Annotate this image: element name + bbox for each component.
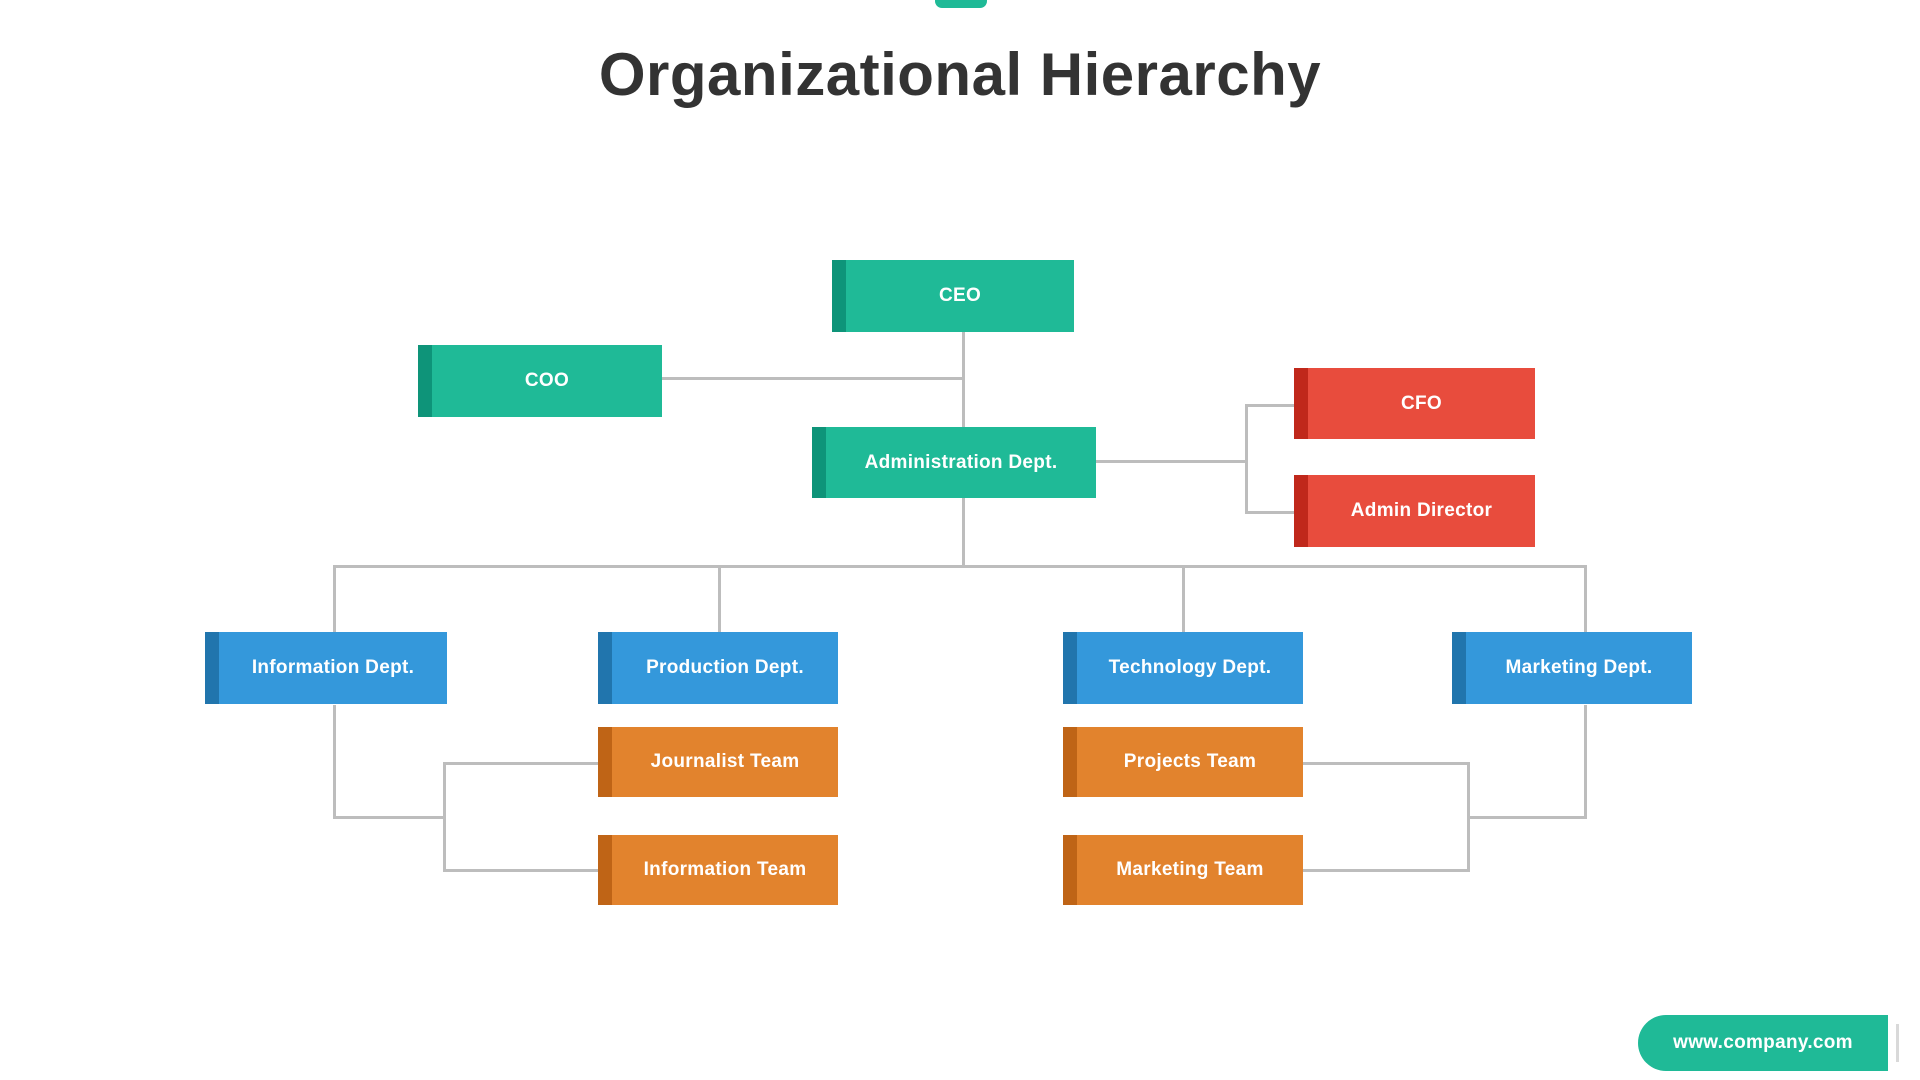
connector-left-team-bracket — [443, 762, 446, 872]
node-projects-team[interactable]: Projects Team — [1063, 727, 1303, 797]
connector-bus-to-marketing-dept — [1584, 565, 1587, 633]
node-accent-bar — [1452, 632, 1466, 704]
node-accent-bar — [1294, 368, 1308, 439]
node-accent-bar — [598, 727, 612, 797]
node-label: CFO — [1400, 392, 1442, 414]
node-label: Journalist Team — [650, 751, 800, 772]
connector-marketing-dept-down — [1584, 705, 1587, 819]
footer-separator-line — [1896, 1024, 1899, 1062]
connector-right-bracket-vertical — [1245, 404, 1248, 514]
node-label: Technology Dept. — [1108, 657, 1272, 678]
page-title: Organizational Hierarchy — [598, 41, 1322, 108]
node-accent-bar — [418, 345, 432, 417]
connector-ceo-to-admin — [962, 332, 965, 428]
connector-bus-to-technology-dept — [1182, 565, 1185, 633]
node-label: Admin Director — [1350, 500, 1493, 521]
node-accent-bar — [1294, 475, 1308, 547]
node-administration-dept[interactable]: Administration Dept. — [812, 427, 1096, 498]
node-accent-bar — [598, 835, 612, 905]
node-label: CEO — [938, 285, 982, 306]
connector-department-bus — [333, 565, 1587, 568]
connector-admin-to-dept-bus — [962, 498, 965, 566]
node-coo[interactable]: COO — [418, 345, 662, 417]
node-label: COO — [524, 370, 570, 391]
connector-bus-to-information-dept — [333, 565, 336, 633]
footer-url-label: www.company.com — [1673, 1032, 1853, 1053]
node-accent-bar — [205, 632, 219, 704]
top-accent-tab-icon — [935, 0, 987, 8]
connector-bracket-to-information-team — [443, 869, 598, 872]
node-marketing-dept[interactable]: Marketing Dept. — [1452, 632, 1692, 704]
node-label: Marketing Team — [1116, 859, 1264, 880]
connector-right-team-bracket — [1467, 762, 1470, 872]
node-accent-bar — [1063, 835, 1077, 905]
node-journalist-team[interactable]: Journalist Team — [598, 727, 838, 797]
node-admin-director[interactable]: Admin Director — [1294, 475, 1535, 547]
node-label: Marketing Dept. — [1505, 657, 1653, 678]
node-label: Information Dept. — [251, 657, 415, 678]
connector-bracket-to-cfo — [1245, 404, 1295, 407]
node-accent-bar — [812, 427, 826, 498]
connector-bus-to-production-dept — [718, 565, 721, 633]
connector-information-dept-down — [333, 705, 336, 819]
node-technology-dept[interactable]: Technology Dept. — [1063, 632, 1303, 704]
connector-bracket-to-projects-team — [1303, 762, 1470, 765]
node-label: Administration Dept. — [864, 451, 1058, 473]
connector-information-dept-across — [333, 816, 445, 819]
node-label: Information Team — [643, 859, 807, 880]
connector-coo-to-spine — [662, 377, 965, 380]
connector-bracket-to-marketing-team — [1303, 869, 1470, 872]
node-accent-bar — [832, 260, 846, 332]
node-marketing-team[interactable]: Marketing Team — [1063, 835, 1303, 905]
connector-admin-to-right-bracket — [1096, 460, 1248, 463]
connector-bracket-to-admin-director — [1245, 511, 1295, 514]
footer-website-button[interactable]: www.company.com — [1638, 1015, 1888, 1071]
node-information-dept[interactable]: Information Dept. — [205, 632, 447, 704]
node-cfo[interactable]: CFO — [1294, 368, 1535, 439]
node-accent-bar — [598, 632, 612, 704]
node-production-dept[interactable]: Production Dept. — [598, 632, 838, 704]
node-label: Projects Team — [1123, 751, 1257, 772]
node-accent-bar — [1063, 632, 1077, 704]
connector-bracket-to-journalist-team — [443, 762, 598, 765]
node-ceo[interactable]: CEO — [832, 260, 1074, 332]
node-label: Production Dept. — [646, 657, 804, 678]
connector-marketing-dept-across — [1468, 816, 1587, 819]
node-information-team[interactable]: Information Team — [598, 835, 838, 905]
node-accent-bar — [1063, 727, 1077, 797]
